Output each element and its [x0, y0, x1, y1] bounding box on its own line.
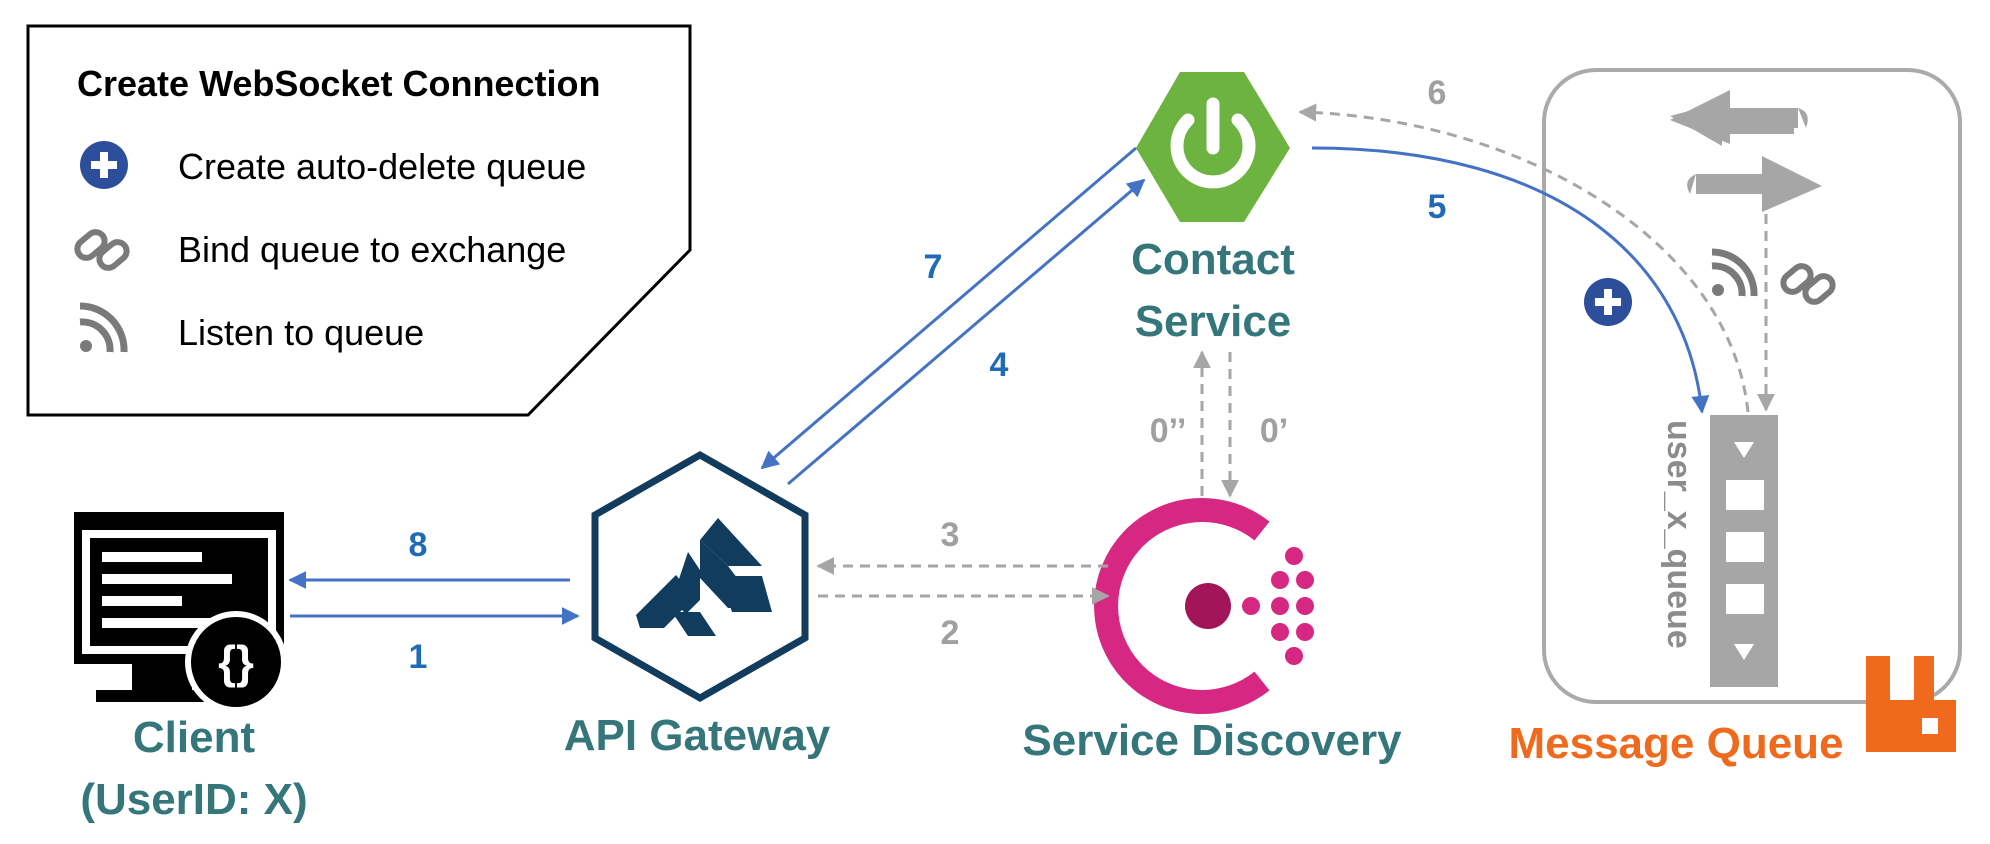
consul-icon — [1094, 498, 1314, 714]
legend-box: Create WebSocket Connection Create auto-… — [26, 24, 692, 417]
message-queue-node: user_x_queue Message Queue — [1508, 68, 1962, 768]
rss-feed-icon — [79, 302, 128, 353]
arrow-step-6 — [1298, 103, 1750, 413]
legend-item-create-queue: Create auto-delete queue — [178, 146, 586, 187]
step-label-1: 1 — [409, 638, 428, 676]
contact-service-node: Contact Service — [1131, 72, 1295, 346]
step-label-6: 6 — [1428, 74, 1447, 112]
step-label-8: 8 — [409, 526, 428, 564]
service-discovery-label: Service Discovery — [1022, 716, 1402, 765]
step-label-7: 7 — [924, 248, 943, 286]
monitor-icon: {} — [74, 512, 287, 713]
legend-title: Create WebSocket Connection — [77, 63, 600, 104]
kong-gorilla-icon — [636, 518, 772, 636]
queue-name-label: user_x_queue — [1660, 420, 1698, 649]
rabbitmq-logo-icon — [1866, 656, 1956, 752]
step-label-0-double-prime: 0’’ — [1150, 412, 1187, 450]
step-label-5: 5 — [1428, 188, 1447, 226]
arrow-step-7 — [760, 146, 1137, 470]
legend-item-bind-queue: Bind queue to exchange — [178, 229, 566, 270]
client-userid-label: (UserID: X) — [80, 775, 307, 824]
link-icon — [1780, 263, 1836, 305]
queue-icon — [1710, 415, 1778, 687]
contact-service-label: Contact — [1131, 235, 1295, 284]
exchange-icon — [1670, 90, 1822, 212]
step-label-0-prime: 0’ — [1260, 412, 1288, 450]
arrow-step-4 — [787, 178, 1146, 486]
api-gateway-label: API Gateway — [564, 711, 831, 760]
client-node: {} Client (UserID: X) — [74, 512, 308, 824]
step-label-3: 3 — [941, 516, 960, 554]
step-label-4: 4 — [990, 346, 1009, 384]
legend-item-listen-queue: Listen to queue — [178, 312, 424, 353]
rss-feed-icon — [1711, 248, 1758, 297]
message-queue-label: Message Queue — [1508, 719, 1843, 768]
service-discovery-node: Service Discovery — [1022, 498, 1402, 765]
contact-service-label-line2: Service — [1135, 297, 1292, 346]
api-gateway-node: API Gateway — [564, 450, 831, 760]
code-braces-icon: {} — [218, 636, 254, 688]
step-label-2: 2 — [941, 614, 960, 652]
arrow-step-5 — [1311, 146, 1710, 414]
plus-circle-icon — [1584, 278, 1632, 326]
client-label: Client — [133, 713, 256, 762]
plus-circle-icon — [80, 141, 128, 189]
link-icon — [74, 229, 130, 271]
power-icon — [1166, 97, 1260, 194]
